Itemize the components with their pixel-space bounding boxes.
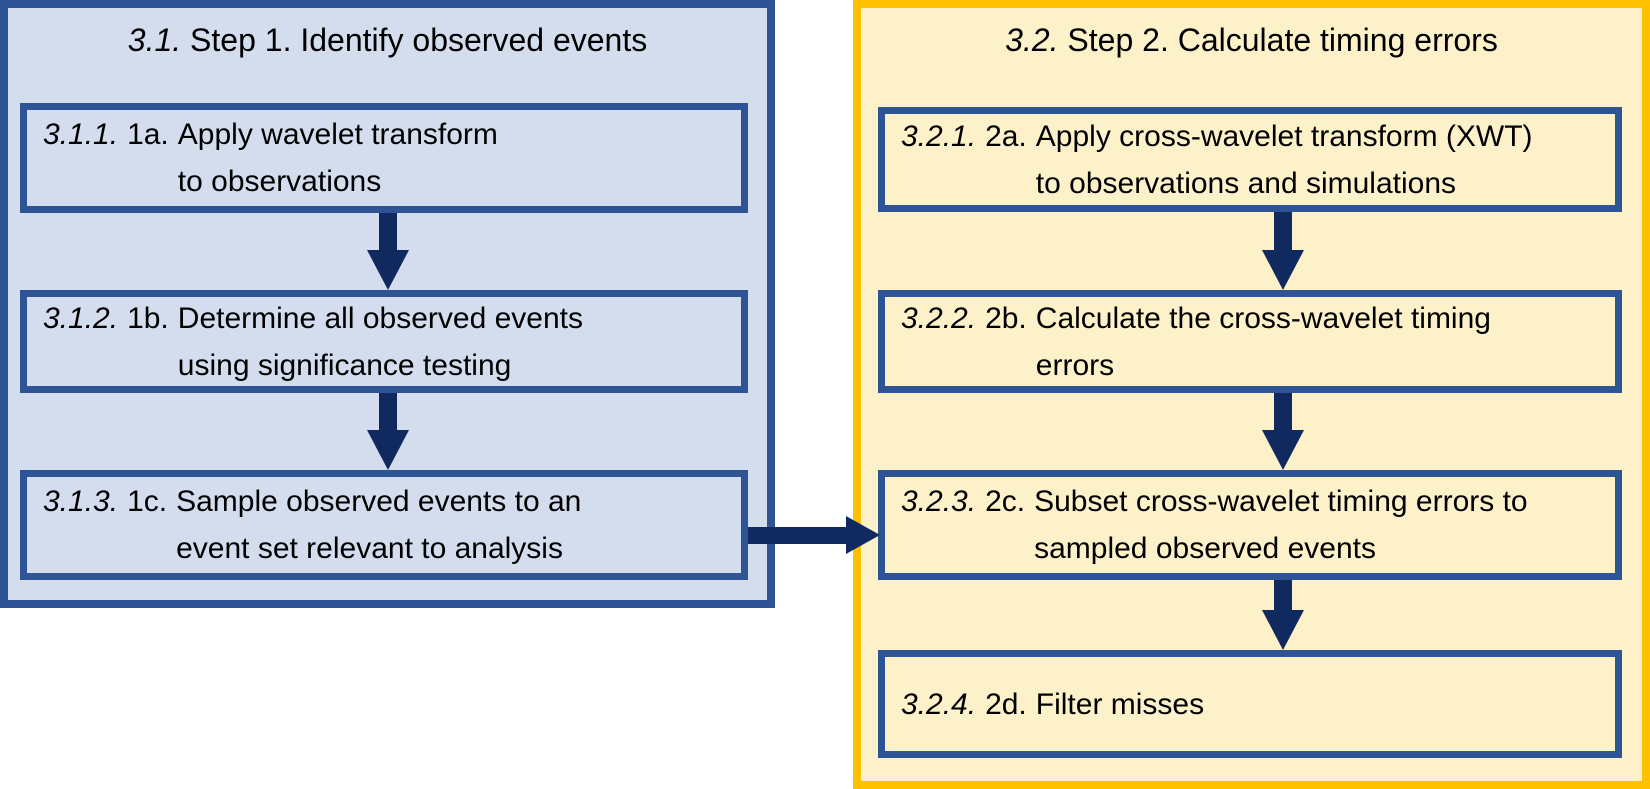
arrow-head: [1262, 610, 1304, 650]
section-number: 3.2.3.: [901, 485, 977, 518]
box-3-2-3: 3.2.3. 2c. Subset cross-wavelet timing e…: [878, 470, 1622, 580]
box-text-line: Apply wavelet transform: [177, 118, 498, 151]
step-label: 2b.: [985, 301, 1027, 335]
box-3-2-1: 3.2.1. 2a. Apply cross-wavelet transform…: [878, 107, 1622, 212]
arrow-stem: [1274, 393, 1292, 430]
box-content: 3.2.4. 2d. Filter misses: [901, 681, 1204, 728]
box-text-line: errors: [1035, 348, 1115, 382]
arrow-stem: [1274, 212, 1292, 250]
section-number: 3.1.2.: [43, 301, 119, 335]
section-number: 3.2.2.: [901, 301, 977, 335]
step-label: 1b.: [127, 301, 169, 335]
arrow-stem: [379, 393, 397, 430]
box-content: 3.2.3. 2c. Subset cross-wavelet timing e…: [901, 478, 1528, 572]
box-text-line: Apply cross-wavelet transform (XWT): [1035, 119, 1533, 153]
arrow-down-2a-2b: [1262, 212, 1304, 290]
arrow-head: [367, 250, 409, 290]
arrow-down-1a-1b: [367, 213, 409, 290]
step-label: 2a.: [985, 119, 1027, 153]
box-text-line: to observations and simulations: [1035, 166, 1457, 200]
box-text-line: Sample observed events to an: [176, 485, 582, 518]
box-text-line: sampled observed events: [1034, 532, 1376, 565]
arrow-down-2c-2d: [1262, 580, 1304, 650]
section-number: 3.2.: [1005, 22, 1059, 58]
step-label: 1c.: [127, 485, 168, 518]
box-3-1-2: 3.1.2. 1b. Determine all observed events…: [20, 290, 748, 393]
panel-step-1-title: 3.1. Step 1. Identify observed events: [8, 21, 767, 59]
panel-title-text: Step 2. Calculate timing errors: [1067, 22, 1498, 58]
box-content: 3.1.3. 1c. Sample observed events to an …: [43, 478, 581, 572]
arrow-down-2b-2c: [1262, 393, 1304, 470]
section-number: 3.1.3.: [43, 485, 119, 518]
box-text: Calculate the cross-wavelet timing error…: [1036, 295, 1491, 389]
arrow-head: [1262, 250, 1304, 290]
box-text: Sample observed events to an event set r…: [176, 478, 581, 572]
section-number: 3.1.: [127, 22, 182, 58]
box-text-line: Determine all observed events: [177, 301, 583, 335]
box-3-1-1: 3.1.1. 1a. Apply wavelet transform to ob…: [20, 103, 748, 213]
step-label: 2c.: [985, 485, 1026, 518]
box-text: Subset cross-wavelet timing errors to sa…: [1034, 478, 1528, 572]
step-label: 1a.: [127, 118, 169, 151]
box-text: Determine all observed events using sign…: [178, 295, 583, 389]
panel-title-text: Step 1. Identify observed events: [190, 22, 648, 58]
arrow-stem: [748, 526, 846, 544]
box-3-2-4: 3.2.4. 2d. Filter misses: [878, 650, 1622, 758]
section-number: 3.2.1.: [901, 119, 977, 153]
box-text-line: to observations: [177, 165, 382, 198]
box-text: Apply cross-wavelet transform (XWT) to o…: [1036, 113, 1533, 207]
section-number: 3.1.1.: [43, 118, 119, 151]
box-text: Apply wavelet transform to observations: [178, 111, 498, 205]
box-text-line: Subset cross-wavelet timing errors to: [1034, 485, 1528, 518]
arrow-stem: [379, 213, 397, 250]
arrow-head: [1262, 430, 1304, 470]
arrow-right-1c-2c: [748, 516, 880, 554]
box-text-line: Filter misses: [1035, 687, 1205, 721]
section-number: 3.2.4.: [901, 687, 977, 721]
box-content: 3.2.2. 2b. Calculate the cross-wavelet t…: [901, 295, 1491, 389]
arrow-head: [846, 516, 880, 554]
box-3-1-3: 3.1.3. 1c. Sample observed events to an …: [20, 470, 748, 580]
panel-step-2-title: 3.2. Step 2. Calculate timing errors: [861, 21, 1642, 59]
box-text-line: event set relevant to analysis: [176, 532, 563, 565]
step-label: 2d.: [985, 687, 1027, 721]
box-text-line: Calculate the cross-wavelet timing: [1035, 301, 1491, 335]
box-text-line: using significance testing: [177, 348, 512, 382]
arrow-head: [367, 430, 409, 470]
arrow-down-1b-1c: [367, 393, 409, 470]
box-text: Filter misses: [1036, 681, 1204, 728]
box-content: 3.1.2. 1b. Determine all observed events…: [43, 295, 583, 389]
arrow-stem: [1274, 580, 1292, 610]
box-content: 3.1.1. 1a. Apply wavelet transform to ob…: [43, 111, 498, 205]
box-content: 3.2.1. 2a. Apply cross-wavelet transform…: [901, 113, 1533, 207]
box-3-2-2: 3.2.2. 2b. Calculate the cross-wavelet t…: [878, 290, 1622, 393]
